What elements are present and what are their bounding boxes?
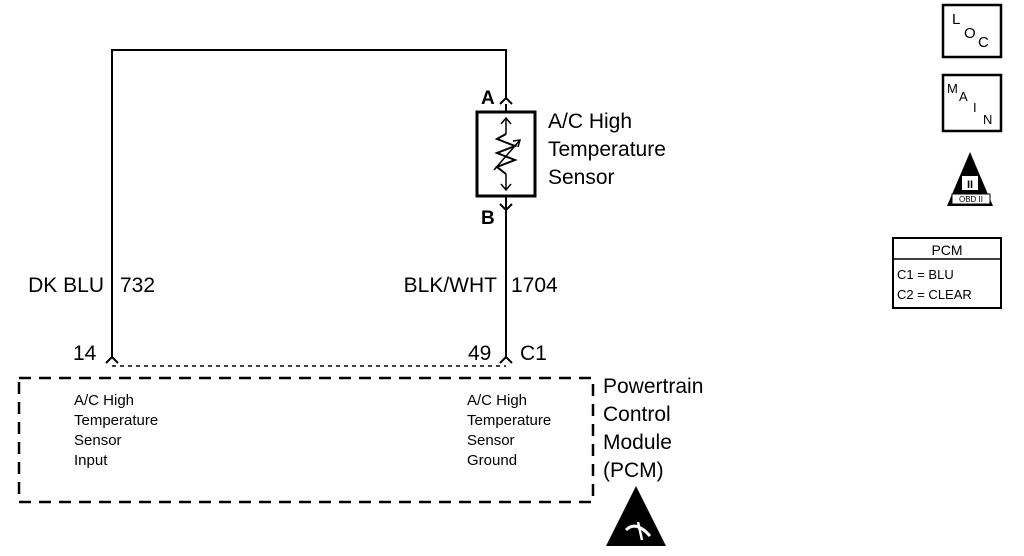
wire-right-circuit: 1704 xyxy=(511,274,558,297)
temperature-sensor-symbol xyxy=(475,104,537,204)
sensor-name-line-1: A/C High xyxy=(548,110,632,133)
pcm-legend-title: PCM xyxy=(931,242,962,258)
pcm-left-line-3: Sensor xyxy=(74,432,122,449)
loc-letter-l: L xyxy=(952,11,960,28)
wire-top-loop xyxy=(111,49,507,357)
pcm-legend-line-2: C2 = CLEAR xyxy=(897,287,972,302)
sensor-name-line-2: Temperature xyxy=(548,138,666,161)
connector-pin-49: 49 xyxy=(468,342,491,365)
terminal-14 xyxy=(105,355,119,364)
main-letter-m: M xyxy=(947,81,958,96)
pcm-right-line-1: A/C High xyxy=(467,392,527,409)
pcm-name-line-3: Module xyxy=(603,431,672,454)
terminal-49 xyxy=(499,355,513,364)
pcm-legend-line-1: C1 = BLU xyxy=(897,267,954,282)
obd-ii-icon[interactable]: II OBD II xyxy=(947,152,993,206)
pcm-left-line-4: Input xyxy=(74,452,108,469)
esd-warning-icon xyxy=(606,486,666,546)
pcm-module-box xyxy=(17,376,595,504)
main-letter-i: I xyxy=(973,100,977,115)
connector-id: C1 xyxy=(520,342,547,365)
wire-left-circuit: 732 xyxy=(120,274,155,297)
obd-number: II xyxy=(967,179,973,191)
pcm-connector-legend: PCM C1 = BLU C2 = CLEAR xyxy=(892,237,1002,309)
pcm-right-line-3: Sensor xyxy=(467,432,515,449)
loc-icon[interactable]: L O C xyxy=(941,3,1003,59)
loc-letter-o: O xyxy=(964,25,976,42)
sensor-pin-a: A xyxy=(481,88,495,109)
sensor-pin-b: B xyxy=(481,208,495,229)
main-icon[interactable]: M A I N xyxy=(941,73,1003,133)
pcm-left-line-2: Temperature xyxy=(74,412,158,429)
pcm-left-line-1: A/C High xyxy=(74,392,134,409)
pcm-name-line-4: (PCM) xyxy=(603,459,664,482)
main-letter-a: A xyxy=(959,89,968,104)
pcm-right-line-4: Ground xyxy=(467,452,517,469)
terminal-b xyxy=(499,203,513,212)
terminal-a xyxy=(499,96,513,105)
wire-right-color: BLK/WHT xyxy=(404,274,498,297)
sensor-name-line-3: Sensor xyxy=(548,166,615,189)
pcm-name-line-1: Powertrain xyxy=(603,375,703,398)
main-letter-n: N xyxy=(983,112,992,127)
connector-pin-14: 14 xyxy=(73,342,97,365)
pcm-name-line-2: Control xyxy=(603,403,671,426)
pcm-right-line-2: Temperature xyxy=(467,412,551,429)
wire-left-color: DK BLU xyxy=(28,274,104,297)
obd-text: OBD II xyxy=(959,195,983,204)
loc-letter-c: C xyxy=(978,34,989,51)
